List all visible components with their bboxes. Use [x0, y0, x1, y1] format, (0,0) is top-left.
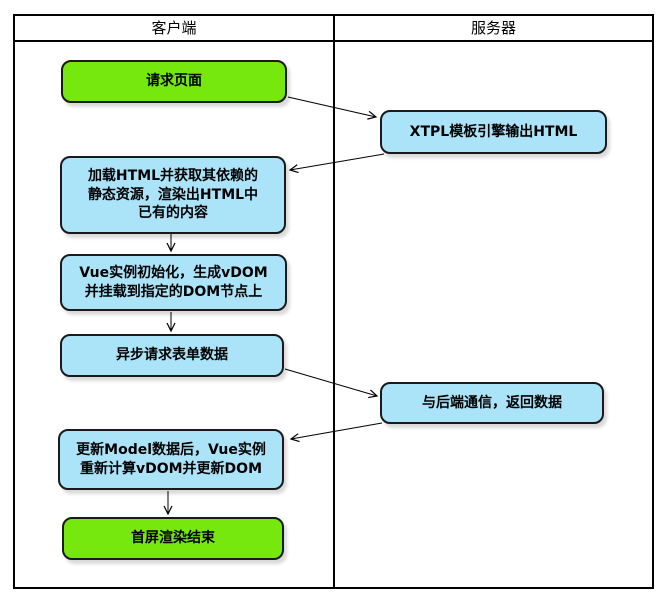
node-update-model: 更新Model数据后，Vue实例 重新计算vDOM并更新DOM: [58, 429, 284, 490]
node-label: 异步请求表单数据: [116, 347, 228, 364]
node-label: 与后端通信，返回数据: [422, 394, 562, 411]
node-backend-comm: 与后端通信，返回数据: [380, 382, 604, 424]
lane-title-client: 客户端: [151, 19, 197, 37]
node-label: 请求页面: [146, 73, 202, 90]
node-label: Vue实例初始化，生成vDOM 并挂载到指定的DOM节点上: [79, 265, 268, 300]
node-first-screen: 首屏渲染结束: [62, 517, 284, 560]
node-async-request: 异步请求表单数据: [60, 334, 284, 377]
lane-header-row: 客户端 服务器: [15, 16, 652, 42]
node-request-page: 请求页面: [61, 60, 287, 103]
node-vue-init: Vue实例初始化，生成vDOM 并挂载到指定的DOM节点上: [60, 254, 287, 311]
lane-title-server: 服务器: [470, 19, 516, 37]
node-load-html: 加载HTML并获取其依赖的 静态资源，渲染出HTML中 已有的内容: [60, 156, 286, 234]
node-label: 首屏渲染结束: [131, 530, 215, 547]
node-label: 更新Model数据后，Vue实例 重新计算vDOM并更新DOM: [76, 442, 266, 477]
node-label: 加载HTML并获取其依赖的 静态资源，渲染出HTML中 已有的内容: [87, 168, 259, 222]
node-label: XTPL模板引擎输出HTML: [409, 123, 578, 140]
lane-divider: [333, 16, 335, 587]
node-xtpl-output: XTPL模板引擎输出HTML: [380, 110, 607, 154]
